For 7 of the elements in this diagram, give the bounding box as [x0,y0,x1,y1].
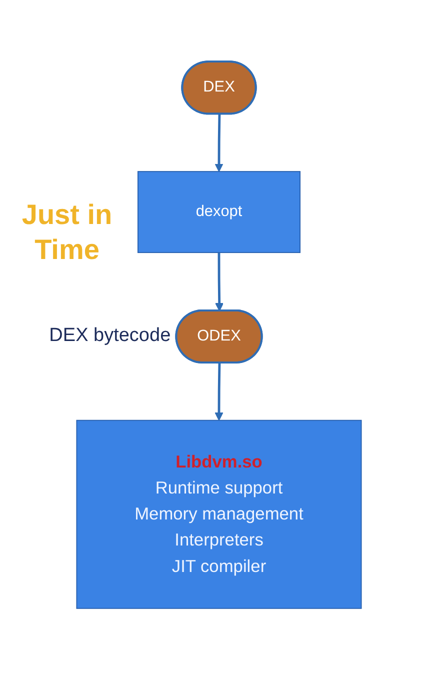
node-box [137,171,301,254]
arrow [215,252,224,312]
node-caption: DEX bytecode [49,325,171,348]
node-box [76,420,362,609]
arrow [214,362,224,421]
annotation-text: Just in Time [20,198,114,268]
arrow [214,114,224,172]
